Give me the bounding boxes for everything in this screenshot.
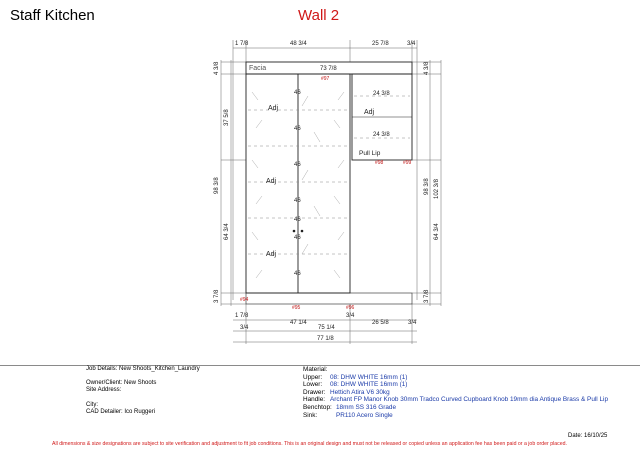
cabinet-elevation bbox=[245, 61, 413, 305]
dim-top-2: 25 7/8 bbox=[372, 41, 389, 47]
lower-label: Lower: bbox=[303, 381, 323, 389]
panel-tag-97: #97 bbox=[321, 76, 330, 82]
date-label: Date: 16/10/25 bbox=[568, 433, 608, 439]
panel-tags: #97 #98 #99 #94 #95 #96 bbox=[240, 76, 412, 311]
dim-top-0: 1 7/8 bbox=[235, 41, 249, 47]
material-heading: Material: bbox=[303, 366, 328, 373]
dim-right-1: 98 3/8 bbox=[424, 178, 430, 195]
fascia-label: Facia bbox=[249, 65, 266, 72]
dim-right-4: 3 7/8 bbox=[424, 289, 430, 303]
sink-label: Sink: bbox=[303, 411, 318, 419]
dim-bottom-1: 3/4 bbox=[346, 313, 355, 319]
drawer-label: Drawer: bbox=[303, 388, 326, 396]
dim-left-0: 4 3/8 bbox=[214, 61, 220, 75]
panel-tag-98: #98 bbox=[375, 160, 384, 166]
knob-left bbox=[292, 229, 296, 233]
dim-fascia-width: 73 7/8 bbox=[320, 66, 337, 72]
dim-bottom-5: 26 5/8 bbox=[372, 320, 389, 326]
dim-bottom-6: 3/4 bbox=[408, 320, 417, 326]
dimension-lines bbox=[220, 40, 442, 344]
door-swing-marks bbox=[251, 91, 345, 279]
shelf-depth-small-2: 24 3/8 bbox=[373, 132, 390, 138]
dim-bottom-0: 1 7/8 bbox=[235, 313, 249, 319]
disclaimer: All dimensions & size designations are s… bbox=[52, 441, 567, 447]
elevation-drawing: 1 7/8 48 3/4 25 7/8 3/4 73 7/8 4 3/8 37 … bbox=[214, 40, 442, 344]
dim-right-3: 64 3/4 bbox=[434, 223, 440, 240]
job-details: Job Details: New Shoots_Kitchen_Laundry bbox=[86, 366, 200, 372]
dim-bottom-7: 77 1/8 bbox=[317, 336, 334, 342]
dim-left-1: 37 5/8 bbox=[224, 109, 230, 126]
job-info: Job Details: New Shoots_Kitchen_Laundry … bbox=[86, 366, 200, 416]
drawer-value: Hettich Atira V6 30kg bbox=[330, 388, 390, 396]
dim-right-2: 102 3/8 bbox=[434, 178, 440, 199]
adj-label-2: Adj bbox=[266, 178, 277, 185]
upper-value: 08: DHW WHITE 16mm (1) bbox=[330, 373, 408, 381]
dim-left-3: 64 3/4 bbox=[224, 223, 230, 240]
adj-label-3: Adj bbox=[266, 251, 277, 258]
sink-value: PR110 Acero Single bbox=[336, 411, 393, 419]
shelf-depth-6: 46 bbox=[294, 235, 301, 241]
title-block-divider bbox=[0, 365, 640, 366]
material-specs: Material: Upper: 08: DHW WHITE 16mm (1) … bbox=[303, 366, 633, 419]
shelf-depth-1: 46 bbox=[294, 90, 301, 96]
handle-label: Handle: bbox=[303, 396, 326, 404]
shelf-lines bbox=[248, 95, 410, 255]
benchtop-label: Benchtop: bbox=[303, 403, 332, 411]
dim-top-1: 48 3/4 bbox=[290, 41, 307, 47]
owner-client: Owner/Client: New Shoots bbox=[86, 380, 157, 387]
site-address: Site Address: bbox=[86, 387, 122, 394]
dim-left-2: 98 3/8 bbox=[214, 177, 220, 194]
shelf-depth-3: 46 bbox=[294, 162, 301, 168]
shelf-depth-4: 46 bbox=[294, 198, 301, 204]
panel-tag-94: #94 bbox=[240, 297, 249, 303]
wall-title: Wall 2 bbox=[298, 7, 340, 24]
panel-tag-95: #95 bbox=[292, 305, 301, 311]
lower-value: 08: DHW WHITE 16mm (1) bbox=[330, 381, 408, 389]
pull-lip-label: Pull Lip bbox=[359, 150, 381, 157]
cad-detailer: CAD Detailer: Ico Ruggeri bbox=[86, 408, 156, 415]
upper-label: Upper: bbox=[303, 373, 323, 381]
dim-top-3: 3/4 bbox=[407, 41, 416, 47]
shelf-depth-5: 46 bbox=[294, 217, 301, 223]
panel-tag-99: #99 bbox=[403, 160, 412, 166]
shelf-depth-2: 46 bbox=[294, 126, 301, 132]
knob-right bbox=[300, 229, 304, 233]
city: City: bbox=[86, 401, 98, 408]
dim-left-4: 3 7/8 bbox=[214, 289, 220, 303]
benchtop-value: 18mm SS 316 Grade bbox=[336, 403, 397, 411]
panel-tag-96: #96 bbox=[346, 305, 355, 311]
shelf-depth-small-1: 24 3/8 bbox=[373, 91, 390, 97]
dim-bottom-4: 75 1/4 bbox=[318, 325, 335, 331]
adj-label-4: Adj bbox=[364, 109, 375, 116]
adj-label-1: Adj bbox=[268, 105, 279, 112]
dim-bottom-3: 3/4 bbox=[240, 325, 249, 331]
page-title: Staff Kitchen bbox=[10, 7, 95, 24]
dim-right-0: 4 3/8 bbox=[424, 61, 430, 75]
dim-bottom-2: 47 1/4 bbox=[290, 320, 307, 326]
shelf-depth-7: 46 bbox=[294, 271, 301, 277]
handle-value: Archant FP Manor Knob 30mm Tradco Curved… bbox=[330, 396, 609, 404]
